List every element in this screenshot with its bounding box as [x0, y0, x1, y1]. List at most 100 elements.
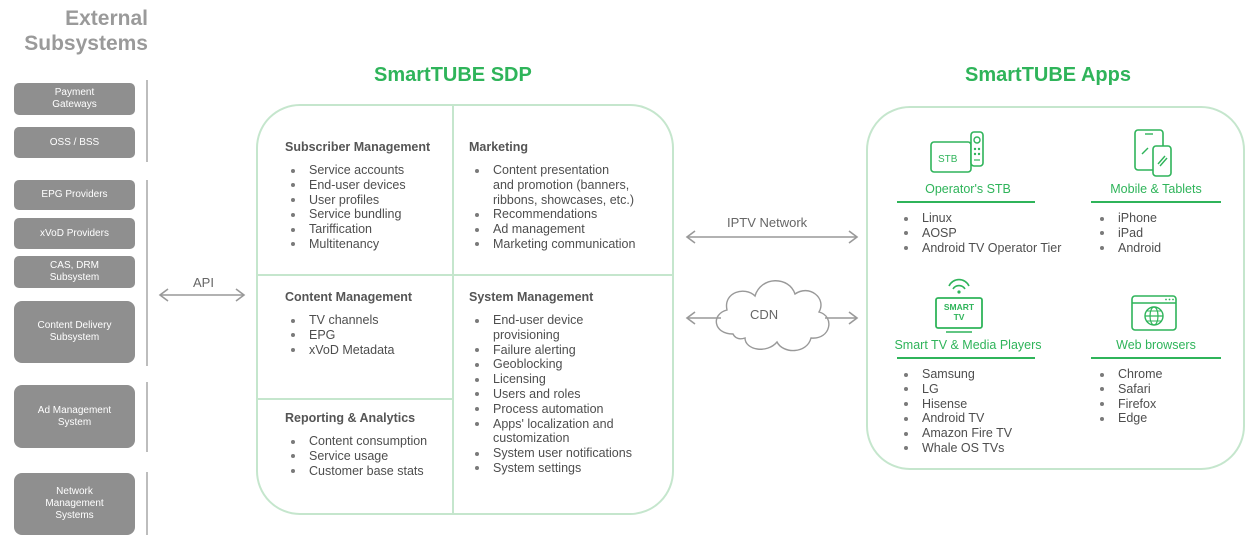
- stb-list: Linux AOSP Android TV Operator Tier: [898, 211, 1061, 255]
- list-item: Failure alerting: [469, 343, 632, 358]
- list-item: Content consumption: [285, 434, 427, 449]
- smart-tv-media-players-label: Smart TV & Media Players: [894, 338, 1042, 352]
- list-item: System settings: [469, 461, 632, 476]
- reporting-analytics-title: Reporting & Analytics: [285, 411, 416, 425]
- sdp-horizontal-divider: [258, 274, 672, 276]
- cas-drm-box: CAS, DRM Subsystem: [14, 256, 135, 288]
- list-item: Recommendations: [469, 207, 635, 222]
- api-arrow: [158, 288, 246, 302]
- web-list: Chrome Safari Firefox Edge: [1094, 367, 1162, 426]
- sdp-title: SmartTUBE SDP: [374, 64, 532, 86]
- list-item: User profiles: [285, 193, 430, 208]
- list-item: TV channels: [285, 313, 412, 328]
- system-management-block: System Management End-user device provis…: [469, 290, 632, 476]
- list-item: Firefox: [1094, 397, 1162, 412]
- content-management-title: Content Management: [285, 290, 413, 304]
- list-item: Apps' localization and customization: [469, 417, 632, 447]
- list-item: Android TV: [898, 411, 1012, 426]
- marketing-title: Marketing: [469, 140, 529, 154]
- list-item: Service bundling: [285, 207, 430, 222]
- stb-underline: [897, 201, 1035, 203]
- mobile-underline: [1091, 201, 1221, 203]
- system-management-list: End-user device provisioning Failure ale…: [469, 313, 632, 476]
- smart-tv-underline: [897, 357, 1035, 359]
- cdn-label: CDN: [750, 307, 779, 322]
- set-top-box-icon: STB: [930, 131, 984, 173]
- list-item: Users and roles: [469, 387, 632, 402]
- mobile-tablet-icon: [1134, 129, 1172, 177]
- list-item: iPhone: [1094, 211, 1161, 226]
- list-item: Geoblocking: [469, 357, 632, 372]
- xvod-providers-box: xVoD Providers: [14, 218, 135, 249]
- sdp-left-divider: [258, 398, 453, 400]
- list-item: Chrome: [1094, 367, 1162, 382]
- list-item: End-user device provisioning: [469, 313, 632, 343]
- list-item: Amazon Fire TV: [898, 426, 1012, 441]
- system-management-title: System Management: [469, 290, 594, 304]
- content-management-block: Content Management TV channels EPG xVoD …: [285, 290, 412, 357]
- smart-tv-list: Samsung LG Hisense Android TV Amazon Fir…: [898, 367, 1012, 456]
- apps-title: SmartTUBE Apps: [965, 64, 1131, 86]
- list-item: End-user devices: [285, 178, 430, 193]
- content-management-list: TV channels EPG xVoD Metadata: [285, 313, 412, 357]
- list-item: System user notifications: [469, 446, 632, 461]
- list-item: iPad: [1094, 226, 1161, 241]
- iptv-arrow: [685, 230, 859, 244]
- network-management-box: Network Management Systems: [14, 473, 135, 535]
- api-label: API: [193, 275, 214, 290]
- list-item: Service accounts: [285, 163, 430, 178]
- list-item: xVoD Metadata: [285, 343, 412, 358]
- subscriber-management-title: Subscriber Management: [285, 140, 431, 154]
- sdp-vertical-divider: [452, 106, 454, 513]
- web-underline: [1091, 357, 1221, 359]
- mobile-tablets-label: Mobile & Tablets: [1110, 182, 1202, 196]
- operators-stb-label: Operator's STB: [925, 182, 1011, 196]
- list-item: Customer base stats: [285, 464, 427, 479]
- content-delivery-box: Content Delivery Subsystem: [14, 301, 135, 363]
- iptv-network-label: IPTV Network: [727, 215, 808, 230]
- list-item: Hisense: [898, 397, 1012, 412]
- list-item: Samsung: [898, 367, 1012, 382]
- marketing-block: Marketing Content presentation and promo…: [469, 140, 635, 252]
- list-item: Safari: [1094, 382, 1162, 397]
- reporting-analytics-block: Reporting & Analytics Content consumptio…: [285, 411, 427, 478]
- list-item: Tariffication: [285, 222, 430, 237]
- apps-container: STB Operator's STB Linux AOSP Android TV…: [866, 106, 1245, 470]
- mobile-list: iPhone iPad Android: [1094, 211, 1161, 255]
- list-item: Marketing communication: [469, 237, 635, 252]
- marketing-list: Content presentation and promotion (bann…: [469, 163, 635, 252]
- web-browser-icon: [1131, 295, 1177, 331]
- ad-management-box: Ad Management System: [14, 385, 135, 448]
- cdn-cloud-icon: [685, 280, 859, 352]
- oss-bss-box: OSS / BSS: [14, 127, 135, 158]
- list-item: LG: [898, 382, 1012, 397]
- epg-providers-box: EPG Providers: [14, 180, 135, 210]
- list-item: Android TV Operator Tier: [898, 241, 1061, 256]
- list-item: Android: [1094, 241, 1161, 256]
- subscriber-management-list: Service accounts End-user devices User p…: [285, 163, 430, 252]
- list-item: Multitenancy: [285, 237, 430, 252]
- payment-gateways-box: Payment Gateways: [14, 83, 135, 115]
- group-divider-3: [146, 382, 148, 452]
- stb-icon-text: STB: [938, 154, 958, 165]
- list-item: Linux: [898, 211, 1061, 226]
- web-browsers-label: Web browsers: [1116, 338, 1196, 352]
- subscriber-management-block: Subscriber Management Service accounts E…: [285, 140, 430, 252]
- list-item: AOSP: [898, 226, 1061, 241]
- list-item: EPG: [285, 328, 412, 343]
- group-divider-1: [146, 80, 148, 162]
- list-item: Whale OS TVs: [898, 441, 1012, 456]
- list-item: Edge: [1094, 411, 1162, 426]
- sdp-container: Subscriber Management Service accounts E…: [256, 104, 674, 515]
- list-item: Content presentation and promotion (bann…: [469, 163, 635, 207]
- group-divider-2: [146, 180, 148, 366]
- list-item: Service usage: [285, 449, 427, 464]
- list-item: Licensing: [469, 372, 632, 387]
- group-divider-4: [146, 472, 148, 535]
- reporting-analytics-list: Content consumption Service usage Custom…: [285, 434, 427, 478]
- external-subsystems-title: External Subsystems: [24, 7, 148, 55]
- list-item: Process automation: [469, 402, 632, 417]
- list-item: Ad management: [469, 222, 635, 237]
